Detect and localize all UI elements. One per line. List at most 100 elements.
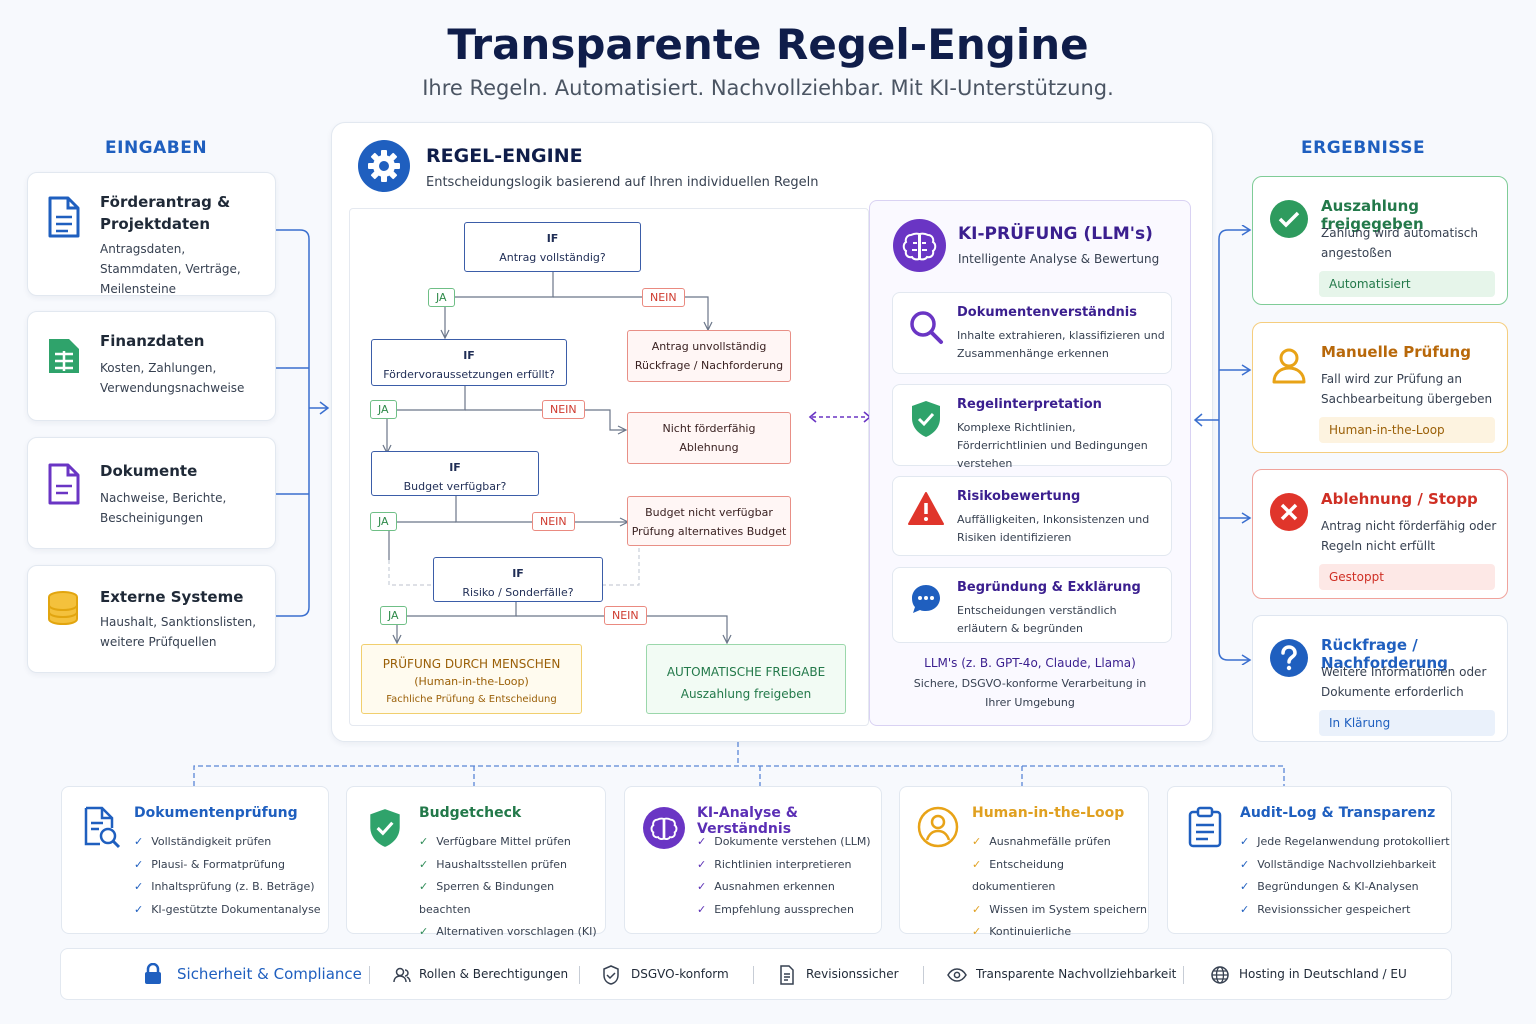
input-desc: Nachweise, Berichte, Bescheinigungen (100, 491, 227, 525)
divider (1183, 966, 1184, 984)
flow-ki-link-arrow (808, 411, 872, 423)
list-item: Richtlinien interpretieren (697, 854, 871, 877)
flow-connectors (382, 271, 732, 645)
input-card-foerderantrag: Förderantrag & Projektdaten Antragsdaten… (27, 172, 276, 296)
x-circle-icon (1270, 493, 1308, 531)
list-item: Alternativen vorschlagen (KI) (419, 921, 605, 944)
result-title: Ablehnung / Stopp (1321, 490, 1478, 508)
divider (753, 966, 754, 984)
spreadsheet-icon (49, 339, 79, 373)
result-status-badge: Gestoppt (1319, 564, 1495, 590)
page-title: Transparente Regel-Engine (447, 20, 1089, 69)
compliance-bar: Sicherheit & Compliance Rollen & Berecht… (60, 948, 1452, 1000)
feature-list: Verfügbare Mittel prüfen Haushaltsstelle… (419, 831, 605, 944)
ki-card-desc: Inhalte extrahieren, klassifizieren und … (957, 329, 1165, 360)
result-status-badge: Automatisiert (1319, 271, 1495, 297)
ki-card-title: Regelinterpretation (957, 397, 1102, 412)
document-search-icon (84, 806, 121, 849)
shield-check-icon (912, 401, 940, 437)
list-item: Begründungen & KI-Analysen (1240, 876, 1450, 899)
document-icon (780, 965, 794, 985)
inputs-heading: EINGABEN (105, 138, 208, 158)
page-subtitle: Ihre Regeln. Automatisiert. Nachvollzieh… (422, 76, 1114, 100)
check-circle-icon (1270, 200, 1308, 238)
feature-budgetcheck: Budgetcheck Verfügbare Mittel prüfen Hau… (346, 786, 606, 938)
ki-llm-models: LLM's (z. B. GPT-4o, Claude, Llama) (924, 656, 1136, 670)
result-desc: Zahlung wird automatisch angestoßen (1321, 226, 1479, 260)
auto-approval-box: AUTOMATISCHE FREIGABE Auszahlung freigeb… (646, 644, 846, 714)
list-item: KI-gestützte Dokumentanalyse (134, 899, 320, 922)
ki-card-risikobewertung: Risikobewertung Auffälligkeiten, Inkonsi… (892, 476, 1172, 556)
gear-icon (358, 140, 410, 192)
feature-human-in-the-loop: Human-in-the-Loop Ausnahmefälle prüfen E… (899, 786, 1149, 961)
results-heading: ERGEBNISSE (1301, 138, 1426, 158)
feature-title: Budgetcheck (419, 805, 522, 821)
ki-card-title: Dokumentenverständnis (957, 305, 1137, 320)
input-title: Finanzdaten (100, 332, 205, 350)
list-item: Vollständige Nachvollziehbarkeit (1240, 854, 1450, 877)
list-item: Ausnahmen erkennen (697, 876, 871, 899)
ki-subtitle: Intelligente Analyse & Bewertung (958, 252, 1160, 266)
input-card-finanzdaten: Finanzdaten Kosten, Zahlungen, Verwendun… (27, 311, 276, 421)
ki-card-begruendung: Begründung & Exklärung Entscheidungen ve… (892, 567, 1172, 643)
result-desc: Fall wird zur Prüfung an Sachbearbeitung… (1321, 372, 1493, 406)
result-title: Rückfrage / Nachforderung (1321, 636, 1448, 672)
list-item: Inhaltsprüfung (z. B. Beträge) (134, 876, 321, 899)
input-title: Förderantrag & Projektdaten (100, 193, 231, 233)
input-card-dokumente: Dokumente Nachweise, Berichte, Bescheini… (27, 437, 276, 549)
lock-icon (145, 963, 161, 984)
result-ablehnung-stopp: Ablehnung / Stopp Antrag nicht förderfäh… (1252, 469, 1508, 599)
shield-icon (603, 965, 619, 985)
list-item: Sperren & Bindungen beachten (419, 876, 605, 921)
input-title: Dokumente (100, 462, 198, 480)
ki-card-desc: Komplexe Richtlinien, Förderrichtlinien … (957, 421, 1148, 470)
result-auszahlung-freigegeben: Auszahlung freigegeben Zahlung wird auto… (1252, 176, 1508, 305)
clipboard-icon (1188, 806, 1222, 848)
ki-card-title: Begründung & Exklärung (957, 580, 1141, 595)
globe-icon (1211, 966, 1229, 984)
database-icon (48, 591, 78, 626)
user-icon (1272, 348, 1306, 384)
feature-list: Dokumente verstehen (LLM) Richtlinien in… (697, 831, 871, 921)
chat-icon (912, 585, 940, 613)
input-desc: Antragsdaten, Stammdaten, Verträge, Meil… (100, 242, 241, 296)
document-icon (48, 463, 80, 505)
tag-ja: JA (370, 400, 397, 419)
tag-nein: NEIN (532, 512, 575, 531)
result-status-badge: Human-in-the-Loop (1319, 417, 1495, 443)
search-icon (910, 311, 943, 344)
feature-dokumentenpruefung: Dokumentenprüfung Vollständigkeit prüfen… (61, 786, 329, 934)
feature-ki-analyse: KI-Analyse & Verständnis Dokumente verst… (624, 786, 882, 934)
compliance-item: DSGVO-konform (631, 967, 729, 981)
compliance-item: Hosting in Deutschland / EU (1239, 967, 1407, 981)
feature-title: Audit-Log & Transparenz (1240, 805, 1436, 821)
question-circle-icon (1270, 639, 1308, 677)
result-rueckfrage: Rückfrage / Nachforderung Weitere Inform… (1252, 615, 1508, 742)
compliance-item: Transparente Nachvollziehbarkeit (976, 967, 1177, 981)
tag-ja: JA (370, 512, 397, 531)
divider (369, 966, 370, 984)
compliance-item: Rollen & Berechtigungen (419, 967, 569, 981)
feature-title: Human-in-the-Loop (972, 805, 1125, 821)
list-item: Vollständigkeit prüfen (134, 831, 321, 854)
tag-ja: JA (380, 606, 407, 625)
ki-card-title: Risikobewertung (957, 489, 1081, 504)
warning-icon (908, 492, 944, 525)
list-item: Jede Regelanwendung protokolliert (1240, 831, 1449, 854)
brain-icon (643, 807, 685, 849)
input-title: Externe Systeme (100, 588, 244, 606)
ki-title: KI-PRÜFUNG (LLM's) (958, 224, 1153, 244)
ki-llm-desc: Sichere, DSGVO-konforme Verarbeitung in … (913, 677, 1147, 709)
tag-nein: NEIN (542, 400, 585, 419)
feature-list: Vollständigkeit prüfen Plausi- & Formatp… (134, 831, 321, 922)
tag-nein: NEIN (604, 606, 647, 625)
result-manuelle-pruefung: Manuelle Prüfung Fall wird zur Prüfung a… (1252, 322, 1508, 453)
shield-check-icon (370, 809, 400, 847)
document-icon (48, 196, 80, 238)
engine-subtitle: Entscheidungslogik basierend auf Ihren i… (426, 175, 819, 190)
